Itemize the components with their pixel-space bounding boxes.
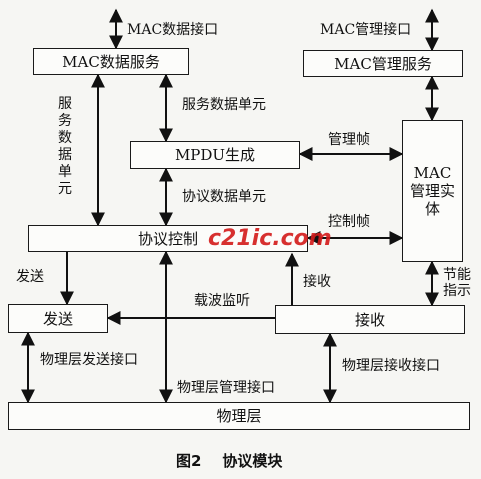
- box-mpdu-gen: MPDU生成: [130, 141, 300, 169]
- label-service-data-unit-vertical: 服务数据单元: [58, 96, 72, 197]
- label-control-frame: 控制帧: [328, 214, 370, 230]
- box-send: 发送: [8, 304, 108, 333]
- label-mac-mgmt-if: MAC管理接口: [320, 22, 412, 38]
- label-receive: 接收: [303, 274, 331, 290]
- label-service-data-unit: 服务数据单元: [182, 97, 266, 113]
- label-mac-data-if: MAC数据接口: [127, 22, 219, 38]
- label-phy-recv-if: 物理层接收接口: [342, 358, 440, 374]
- box-mac-data-service: MAC数据服务: [33, 48, 189, 75]
- label-protocol-data-unit: 协议数据单元: [182, 189, 266, 205]
- figure-caption: 图2 协议模块: [176, 452, 283, 470]
- label-phy-send-if: 物理层发送接口: [40, 352, 138, 368]
- box-protocol-control: 协议控制: [28, 225, 308, 252]
- label-carrier-sense: 载波监听: [194, 293, 250, 309]
- label-send: 发送: [16, 269, 44, 285]
- box-mac-mgmt-service: MAC管理服务: [303, 50, 463, 77]
- box-phy-layer: 物理层: [8, 402, 470, 430]
- label-mgmt-frame: 管理帧: [328, 132, 370, 148]
- label-power-save: 节能 指示: [443, 267, 471, 300]
- watermark-logo: c21ic.com: [208, 226, 332, 251]
- box-mac-mgmt-entity: MAC 管理实体: [402, 120, 463, 262]
- label-phy-mgmt-if: 物理层管理接口: [177, 380, 275, 396]
- box-receive: 接收: [275, 305, 465, 334]
